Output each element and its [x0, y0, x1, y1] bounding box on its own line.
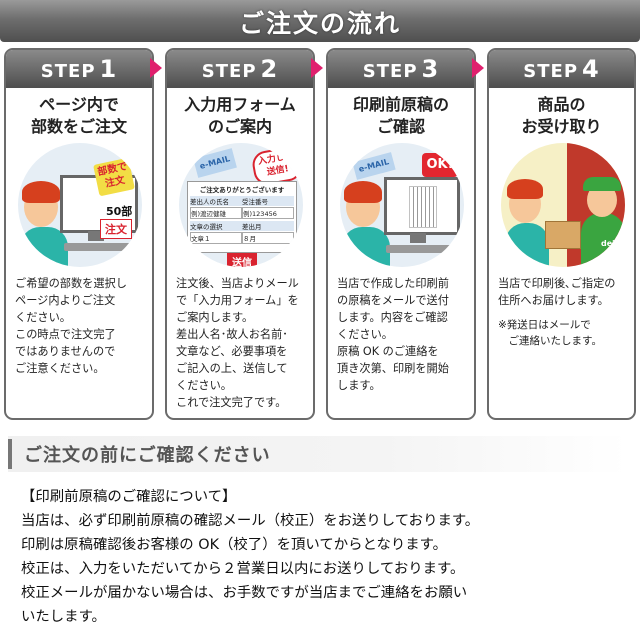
notice-line: 印刷は原稿確認後お客様の OK（校了）を頂いてからとなります。	[21, 537, 447, 553]
count-label: 50部	[106, 205, 133, 218]
email-icon: e-MAIL	[352, 152, 396, 180]
arrow-right-icon	[150, 58, 162, 78]
section-title: ご注文の前にご確認ください	[24, 445, 271, 466]
banner-title: ご注文の流れ	[238, 9, 401, 38]
order-button-illustration: 注文	[100, 219, 132, 239]
header-banner: ご注文の流れ	[0, 0, 640, 42]
notice-line: いたします。	[21, 609, 106, 625]
email-icon: e-MAIL	[193, 148, 237, 178]
shipping-note: ※発送日はメールで ご連絡いたします。	[498, 319, 602, 347]
notice-line: 【印刷前原稿のご確認について】	[21, 489, 237, 505]
notice-line: 当店は、必ず印刷前原稿の確認メール（校正）をお送りしております。	[21, 513, 480, 529]
step-1-illustration: 部数で 注文 50部 注文	[18, 143, 142, 267]
step-title: 入力用フォームのご案内	[184, 95, 296, 136]
truck-logo: deli	[601, 239, 618, 248]
monitor-icon	[384, 177, 460, 235]
arrow-right-icon	[472, 58, 484, 78]
step-4-illustration: deli	[501, 143, 625, 267]
step-title: ページ内で部数をご注文	[30, 95, 127, 136]
step-description: ご希望の部数を選択しページ内よりご注文ください。 この時点で注文完了ではありませ…	[15, 277, 127, 375]
step-2-illustration: e-MAIL 入力して 送信! ご注文ありがとうございます 差出人の氏名受注番号…	[179, 143, 303, 267]
package-icon	[545, 221, 581, 249]
notice-line: 校正メールが届かない場合は、お手数ですが当店までご連絡をお願い	[21, 585, 468, 601]
step-description: 注文後、当店よりメールで「入力用フォーム」をご案内します。 差出人名･故人お名前…	[176, 277, 299, 409]
ok-burst: OK!	[422, 153, 458, 177]
section-header: ご注文の前にご確認ください	[8, 436, 628, 472]
step-title: 商品のお受け取り	[521, 95, 602, 136]
form-illustration: ご注文ありがとうございます 差出人の氏名受注番号 例)渡辺健雄例)123456 …	[187, 181, 297, 253]
send-button-illustration: 送信	[227, 253, 257, 267]
confirmation-notice: 【印刷前原稿のご確認について】 当店は、必ず印刷前原稿の確認メール（校正）をお送…	[21, 485, 631, 629]
step-description: 当店で印刷後､ご指定の住所へお届けします。 ※発送日はメールで ご連絡いたします…	[498, 275, 630, 349]
step-description: 当店で作成した印刷前の原稿をメールで送付します。内容をご確認 ください。原稿 O…	[337, 277, 449, 392]
arrow-right-icon	[311, 58, 323, 78]
step-3-illustration: e-MAIL OK!	[340, 143, 464, 267]
step-title: 印刷前原稿のご確認	[352, 95, 449, 136]
notice-line: 校正は、入力をいただいてから２営業日以内にお送りしております。	[21, 561, 465, 577]
